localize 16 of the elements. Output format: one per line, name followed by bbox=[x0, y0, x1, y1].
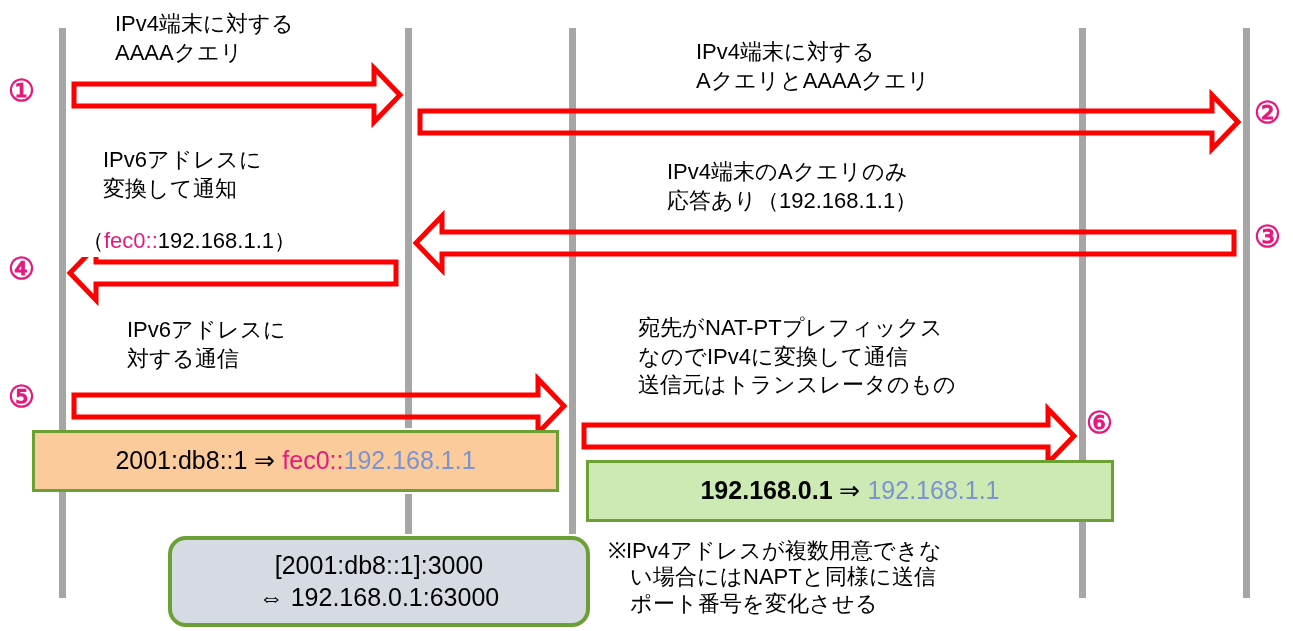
block-arrow bbox=[412, 209, 1237, 277]
address-box: [2001:db8::1]:3000 ⇔ 192.168.0.1:63000 bbox=[168, 536, 590, 627]
note-text: ※IPv4アドレスが複数用意できない場合にはNAPTと同様に送信ポート番号を変化させる bbox=[608, 538, 943, 618]
step-number: ④ bbox=[8, 254, 35, 284]
address-box: 2001:db8::1 ⇒ fec0::192.168.1.1 bbox=[32, 430, 559, 492]
step-number: ⑥ bbox=[1086, 408, 1113, 438]
block-arrow bbox=[71, 61, 404, 129]
step-number: ① bbox=[8, 76, 35, 106]
step-number: ⑤ bbox=[8, 382, 35, 412]
address-box: 192.168.0.1 ⇒ 192.168.1.1 bbox=[586, 460, 1114, 522]
block-arrow bbox=[417, 88, 1242, 156]
step-number: ③ bbox=[1254, 222, 1281, 252]
lifeline bbox=[1243, 28, 1250, 598]
lifeline bbox=[569, 28, 576, 534]
step-number: ② bbox=[1254, 98, 1281, 128]
lifeline bbox=[405, 28, 412, 428]
